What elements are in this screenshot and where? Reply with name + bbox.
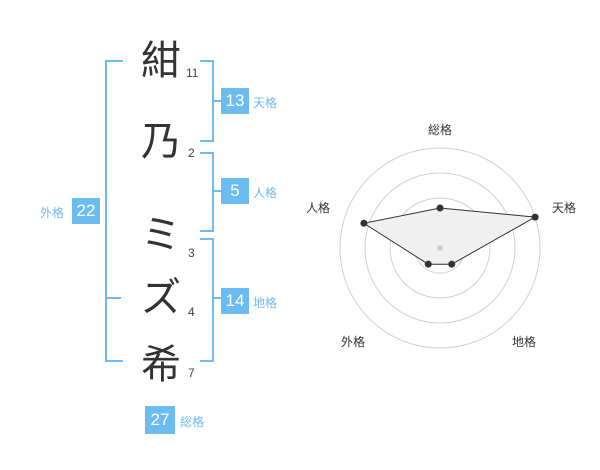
name-char-5: 希 — [141, 342, 181, 388]
jinkaku-connector — [212, 190, 222, 192]
radar-label-jinkaku: 人格 — [306, 200, 330, 215]
stroke-count-5: 7 — [188, 366, 195, 380]
name-char-3: ミ — [141, 212, 181, 258]
name-char-4: ズ — [141, 275, 181, 321]
radar-ring-2 — [389, 197, 491, 299]
radar-ring-4 — [339, 147, 541, 349]
radar-score-polygon — [362, 207, 537, 265]
radar-dot-jinkaku — [360, 219, 368, 227]
stroke-count-1: 11 — [186, 66, 199, 80]
radar-label-chikaku: 地格 — [512, 334, 536, 349]
jinkaku-value-box: 5 — [221, 178, 249, 204]
radar-rings — [339, 147, 541, 349]
chikaku-value-box: 14 — [221, 288, 249, 314]
gaikaku-bracket — [105, 60, 123, 362]
jinkaku-bracket — [200, 152, 214, 232]
stroke-count-3: 3 — [188, 246, 195, 260]
radar-dot-tenkaku — [531, 213, 539, 221]
gaikaku-bracket-tick — [105, 297, 121, 299]
name-char-2: 乃 — [141, 119, 181, 165]
radar-label-gaikaku: 外格 — [341, 334, 365, 349]
radar-label-tenkaku: 天格 — [552, 200, 576, 215]
soukaku-label: 総格 — [180, 415, 205, 429]
radar-dot-chikaku — [448, 260, 456, 268]
name-char-1: 紺 — [141, 38, 181, 84]
stroke-count-2: 2 — [188, 146, 195, 160]
stroke-count-4: 4 — [188, 305, 195, 319]
gaikaku-value-box: 22 — [72, 198, 100, 224]
tenkaku-connector — [212, 100, 222, 102]
radar-score-dots — [360, 204, 539, 268]
tenkaku-value-box: 13 — [221, 88, 249, 114]
radar-dot-gaikaku — [424, 260, 432, 268]
radar-center-dot — [437, 245, 443, 251]
soukaku-value-box: 27 — [145, 406, 175, 434]
jinkaku-label: 人格 — [253, 186, 278, 200]
radar-dot-soukaku — [436, 204, 444, 212]
chikaku-bracket — [200, 238, 214, 362]
tenkaku-label: 天格 — [253, 96, 278, 110]
chikaku-label: 地格 — [253, 296, 278, 310]
radar-ring-3 — [364, 172, 516, 324]
radar-label-soukaku: 総格 — [428, 122, 452, 137]
chikaku-connector — [212, 297, 222, 299]
gaikaku-label: 外格 — [40, 206, 65, 220]
